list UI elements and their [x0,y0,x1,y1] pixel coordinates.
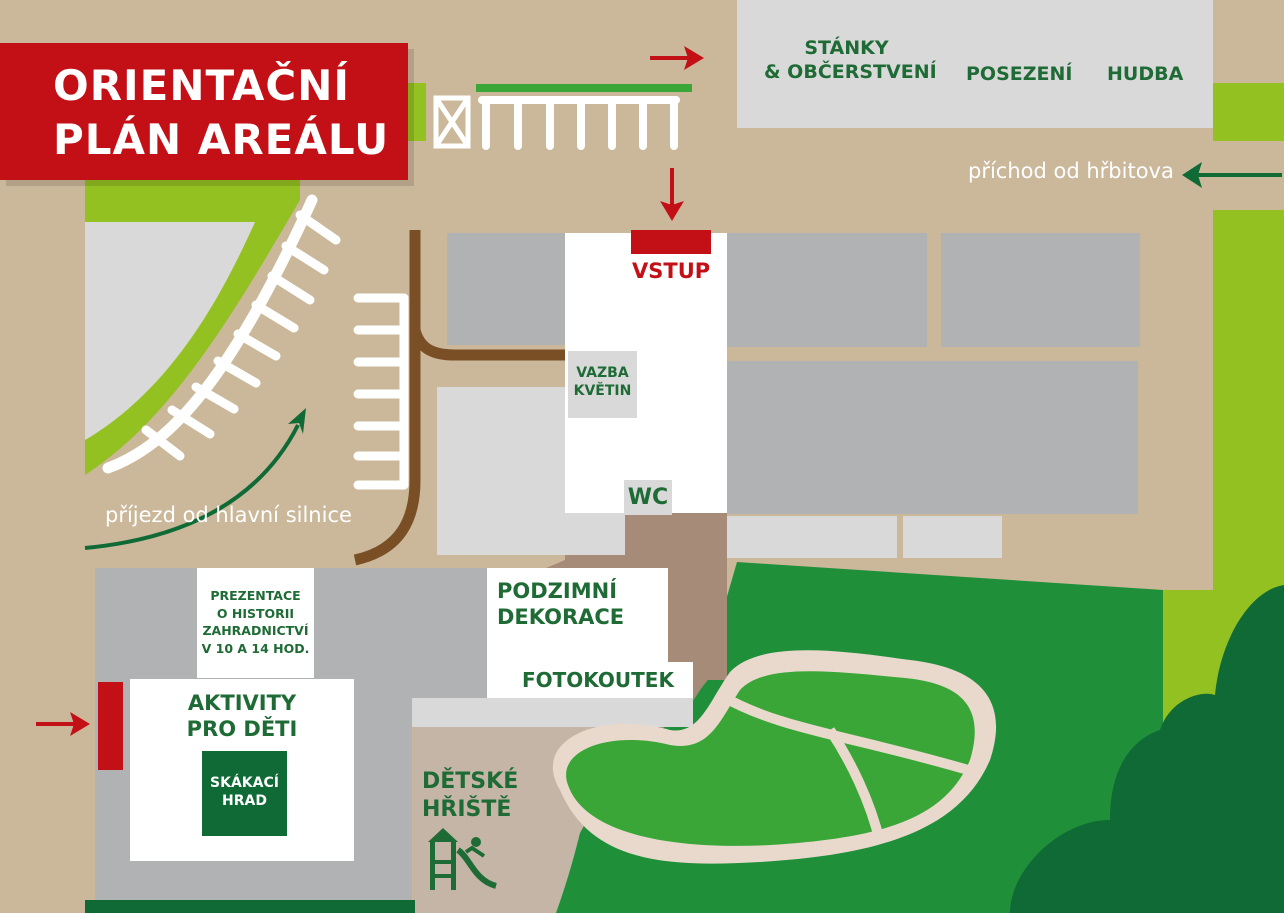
label-dekorace-line-1: PODZIMNÍ [497,579,618,603]
label-prijezd: příjezd od hlavní silnice [105,503,352,527]
label-vazba-line-1: VAZBA [576,365,629,381]
label-aktivity-line-1: AKTIVITY [187,691,297,715]
top-parking-strip [476,84,692,92]
arrow-icon [1182,162,1282,188]
building-a [447,233,565,345]
dark-green-base [85,900,415,913]
label-prezentace-line-3: ZAHRADNICTVÍ [202,623,309,638]
label-stanky: STÁNKY & OBČERSTVENÍ [764,37,937,85]
parking-stalls-diagonal [141,210,341,461]
arrow-icon [660,168,684,221]
title-line-2: PLÁN AREÁLU [53,115,390,164]
label-prezentace-line-2: O HISTORII [216,605,295,621]
playground-icon [428,828,498,890]
parking-icon [433,95,471,149]
building-c [941,233,1140,347]
top-parking-stalls [478,96,680,150]
entrance-door [631,230,711,254]
building-d [727,361,1138,514]
skakaci-hrad-box [202,751,287,836]
lime-strip-left-title [408,83,426,141]
label-aktivity: AKTIVITY PRO DĚTI [130,690,354,743]
vazba-box [568,351,637,418]
fotokoutek-room [512,662,693,698]
complex-mid [412,568,487,698]
map-title: ORIENTAČNÍ PLÁN AREÁLU [0,43,408,180]
label-stanky-line-2: & OBČERSTVENÍ [764,60,937,83]
building-f [727,516,897,558]
arrow-icon [36,712,90,736]
label-dekorace: PODZIMNÍ DEKORACE [497,578,624,631]
building-b [727,233,927,347]
label-hudba: HUDBA [1107,63,1184,85]
label-hriste-line-1: DĚTSKÉ [422,769,519,794]
label-prichod: příchod od hřbitova [968,159,1174,183]
label-stanky-line-1: STÁNKY [804,37,889,59]
parking-stalls-vertical [353,293,409,490]
label-dekorace-line-2: DEKORACE [497,605,625,630]
label-hriste: DĚTSKÉ HŘIŠTĚ [422,768,518,823]
arrow-icon [84,408,306,550]
label-prezentace-line-4: V 10 A 14 HOD. [201,640,310,656]
label-prezentace-line-1: PREZENTACE [210,588,301,603]
garden-inner-path [717,690,977,844]
brown-path [353,230,572,566]
label-hriste-line-2: HŘIŠTĚ [422,796,512,822]
label-fotokoutek: FOTOKOUTEK [522,668,674,692]
side-entrance-door [98,682,123,770]
label-vstup: VSTUP [632,259,711,283]
forest [1010,585,1284,913]
arrow-icon [650,46,704,70]
corridor [412,698,693,727]
label-prezentace: PREZENTACE O HISTORII ZAHRADNICTVÍ V 10 … [197,587,314,657]
label-aktivity-line-2: PRO DĚTI [186,717,298,742]
wc-box [624,480,672,515]
stalls-area [737,0,1213,128]
label-skakaci-line-2: HRAD [222,792,267,809]
parking-lot [85,222,255,440]
label-skakaci-line-1: SKÁKACÍ [210,775,279,791]
lime-strip-right [1213,210,1284,590]
label-vazba-line-2: KVĚTIN [573,382,632,399]
label-skakaci-hrad: SKÁKACÍ HRAD [202,775,287,810]
label-wc: WC [627,485,669,510]
label-vazba-kvetin: VAZBA KVĚTIN [568,365,637,400]
label-posezeni: POSEZENÍ [966,63,1073,85]
building-g [903,516,1002,558]
lime-strip-top-right [1213,83,1284,141]
prezentace-room [197,568,314,678]
title-line-1: ORIENTAČNÍ [53,61,351,110]
